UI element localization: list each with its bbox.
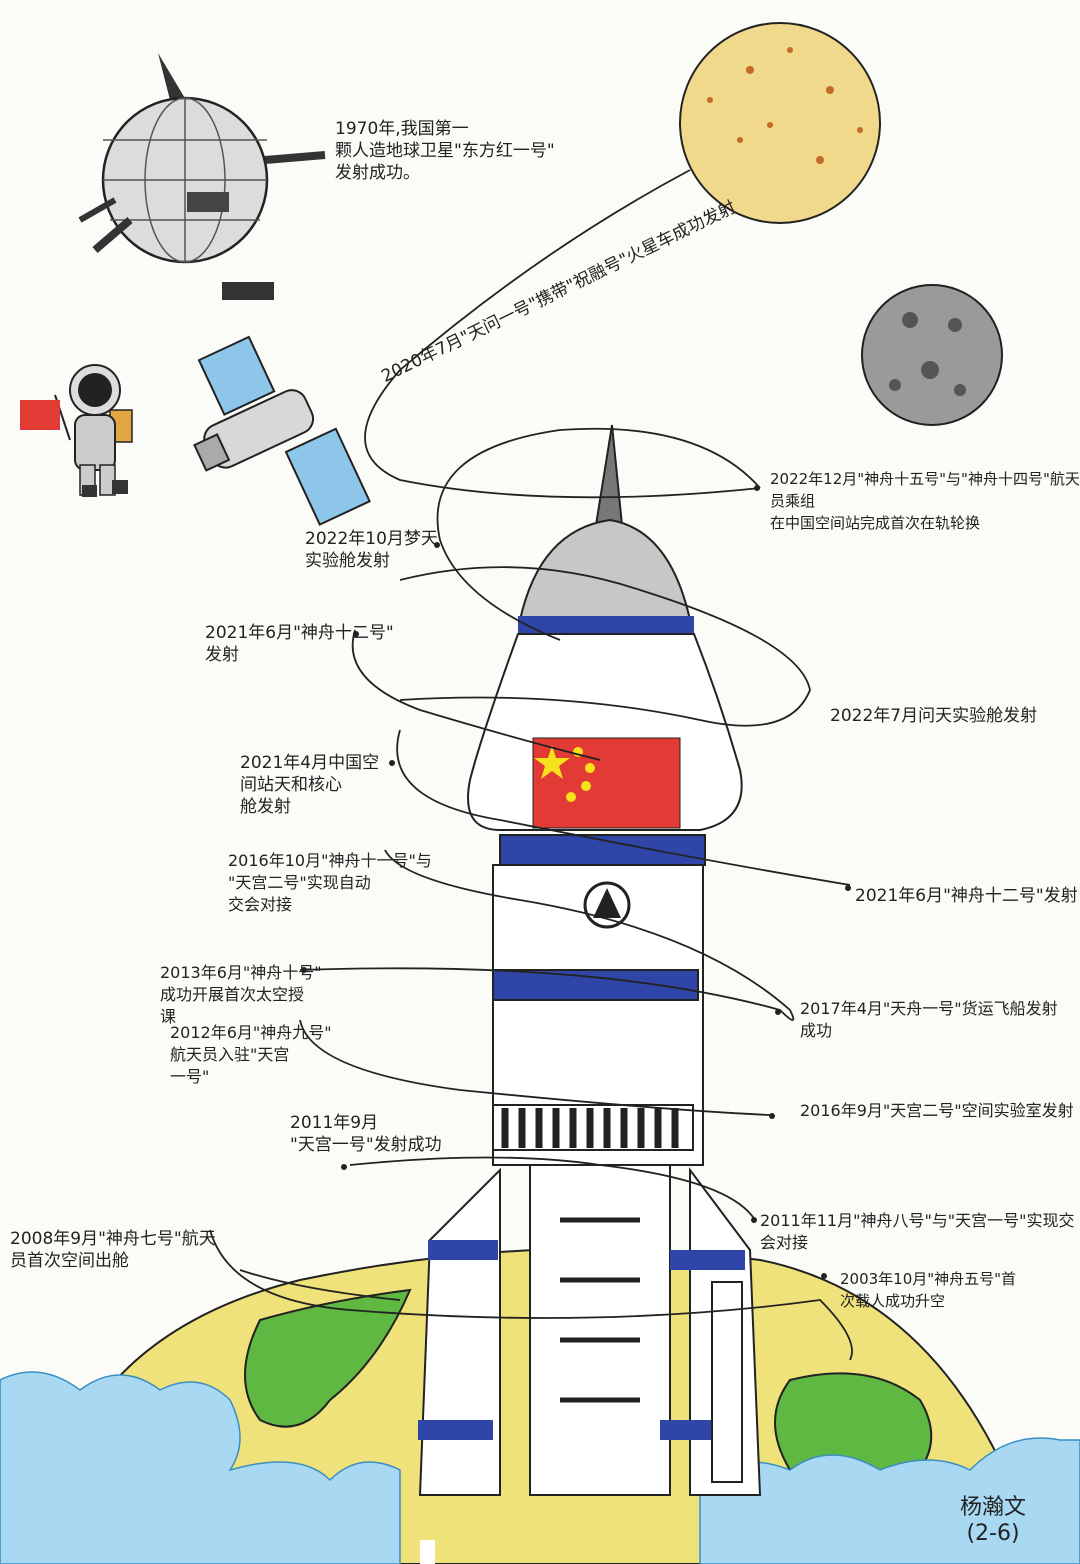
note-2011-9: 2011年9月 "天宫一号"发射成功 <box>290 1113 442 1155</box>
note-2012-6: 2012年6月"神舟九号" 航天员入驻"天宫 一号" <box>170 1023 332 1086</box>
note-2016-9: 2016年9月"天宫二号"空间实验室发射 <box>800 1101 1074 1120</box>
note-2022-12: 2022年12月"神舟十五号"与"神舟十四号"航天员乘组 在中国空间站完成首次在… <box>770 470 1080 532</box>
note-2022-7: 2022年7月问天实验舱发射 <box>830 706 1038 726</box>
orbit-lines <box>209 169 853 1361</box>
note-2011-11: 2011年11月"神舟八号"与"天宫一号"实现交会对接 <box>760 1211 1075 1252</box>
note-2016-10: 2016年10月"神舟十一号"与 "天宫二号"实现自动 交会对接 <box>228 851 432 914</box>
space-station-icon <box>193 335 371 526</box>
chinese-flag-icon <box>532 737 681 829</box>
note-2021-6b: 2021年6月"神舟十二号"发射 <box>855 886 1078 906</box>
note-2022-10: 2022年10月梦天 实验舱发射 <box>305 529 438 571</box>
astronaut-icon <box>20 364 133 497</box>
moon-icon <box>861 284 1003 426</box>
note-2008-9: 2008年9月"神舟七号"航天 员首次空间出舱 <box>10 1229 216 1271</box>
note-2021-6a: 2021年6月"神舟十二号" 发射 <box>205 623 394 665</box>
artist-signature: 杨瀚文 (2-6) <box>960 1495 1027 1546</box>
rocket-icon <box>418 424 762 1564</box>
note-2017-4: 2017年4月"天舟一号"货运飞船发射 成功 <box>800 999 1058 1040</box>
satellite-dongfanghong-icon <box>78 53 326 300</box>
note-1970: 1970年,我国第一 颗人造地球卫星"东方红一号" 发射成功。 <box>335 119 555 183</box>
sun-planet-icon <box>679 22 881 224</box>
note-2013-6: 2013年6月"神舟十号" 成功开展首次太空授 课 <box>160 963 322 1026</box>
note-2021-4: 2021年4月中国空 间站天和核心 舱发射 <box>240 753 380 817</box>
note-2003-10: 2003年10月"神舟五号"首 次载人成功升空 <box>840 1270 1017 1310</box>
